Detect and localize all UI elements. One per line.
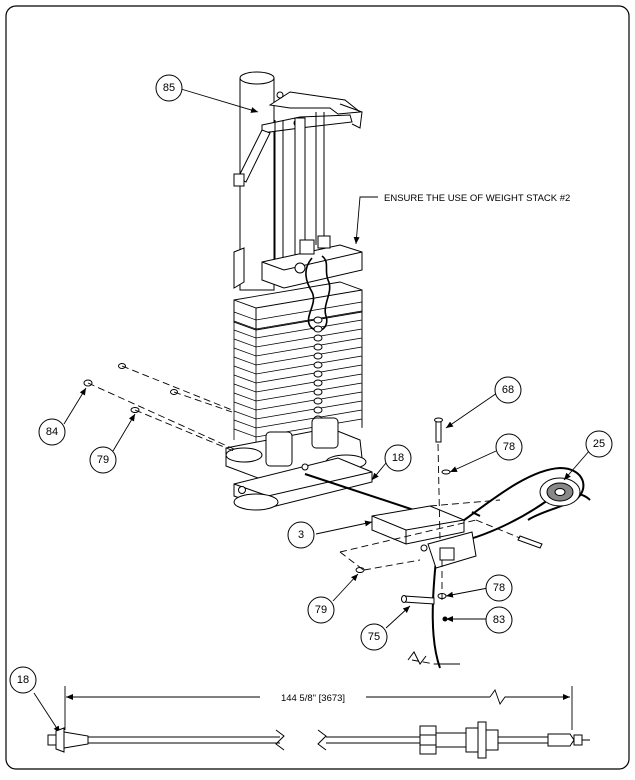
cable-length-dimension: 144 5/8" [3673] (281, 693, 345, 704)
weight-plate-edge (233, 328, 363, 348)
callout-18-upper-label: 18 (392, 452, 404, 464)
callout-68: 68 (494, 376, 522, 404)
weight-plate-edge (233, 400, 363, 420)
nut-83-marker (442, 616, 448, 622)
weight-plate-edge (233, 382, 363, 402)
callout-68-label: 68 (502, 384, 514, 396)
callout-leaders (33, 88, 591, 734)
weight-plate-sides (233, 290, 363, 448)
weight-stack-tower (233, 71, 363, 291)
callout-18-lower: 18 (9, 666, 37, 694)
weight-plate-edge (233, 391, 363, 411)
selector-stem-bead (313, 343, 323, 351)
callout-75: 75 (360, 623, 388, 651)
callout-25-label: 25 (593, 438, 605, 450)
callout-3: 3 (287, 521, 315, 549)
selector-stem-bead (313, 406, 323, 414)
weight-plate-edge (233, 364, 363, 384)
callout-25: 25 (585, 430, 613, 458)
weight-plate-edge (233, 337, 363, 357)
weight-plate-edge (233, 409, 363, 429)
callout-79-upper-label: 79 (97, 454, 109, 466)
weight-plate-edge (233, 355, 363, 375)
weight-plate-edge (233, 346, 363, 366)
tower-base (225, 417, 373, 511)
callout-79-lower: 79 (307, 596, 335, 624)
selector-stem-bead (313, 397, 323, 405)
selector-stem-bead (313, 352, 323, 360)
drawing-border (5, 5, 630, 770)
selector-stem-bead (313, 316, 323, 324)
weight-stack-note: ENSURE THE USE OF WEIGHT STACK #2 (384, 193, 570, 204)
callout-83: 83 (485, 606, 513, 634)
callout-3-label: 3 (298, 529, 304, 541)
selector-stem-bead (313, 334, 323, 342)
selector-stem-bead (313, 388, 323, 396)
callout-18-lower-label: 18 (17, 674, 29, 686)
selector-stem-bead (313, 379, 323, 387)
callout-78-lower-label: 78 (493, 582, 505, 594)
pulley-25 (539, 477, 581, 507)
selector-pin-chain (305, 255, 331, 332)
selector-stem-bead (313, 325, 323, 333)
callout-79-upper: 79 (89, 446, 117, 474)
pulley-bracket-3 (371, 505, 477, 569)
callout-84: 84 (38, 418, 66, 446)
callout-79-lower-label: 79 (315, 604, 327, 616)
weight-plate-edge (233, 373, 363, 393)
callout-75-label: 75 (368, 631, 380, 643)
callout-78-upper: 78 (495, 433, 523, 461)
selector-stem-bead (313, 370, 323, 378)
callout-83-label: 83 (493, 614, 505, 626)
callout-18-upper: 18 (384, 444, 412, 472)
callout-78-lower: 78 (485, 574, 513, 602)
callout-85: 85 (155, 74, 183, 102)
cable-18-detail (47, 721, 590, 759)
selector-stem-beads (313, 316, 323, 423)
callout-78-upper-label: 78 (503, 441, 515, 453)
break-line-lower (407, 651, 460, 665)
dimension-line (64, 686, 573, 730)
callout-84-label: 84 (46, 426, 58, 438)
callout-85-label: 85 (163, 82, 175, 94)
alignment-dash-lines (87, 365, 521, 665)
selector-stem-bead (313, 361, 323, 369)
